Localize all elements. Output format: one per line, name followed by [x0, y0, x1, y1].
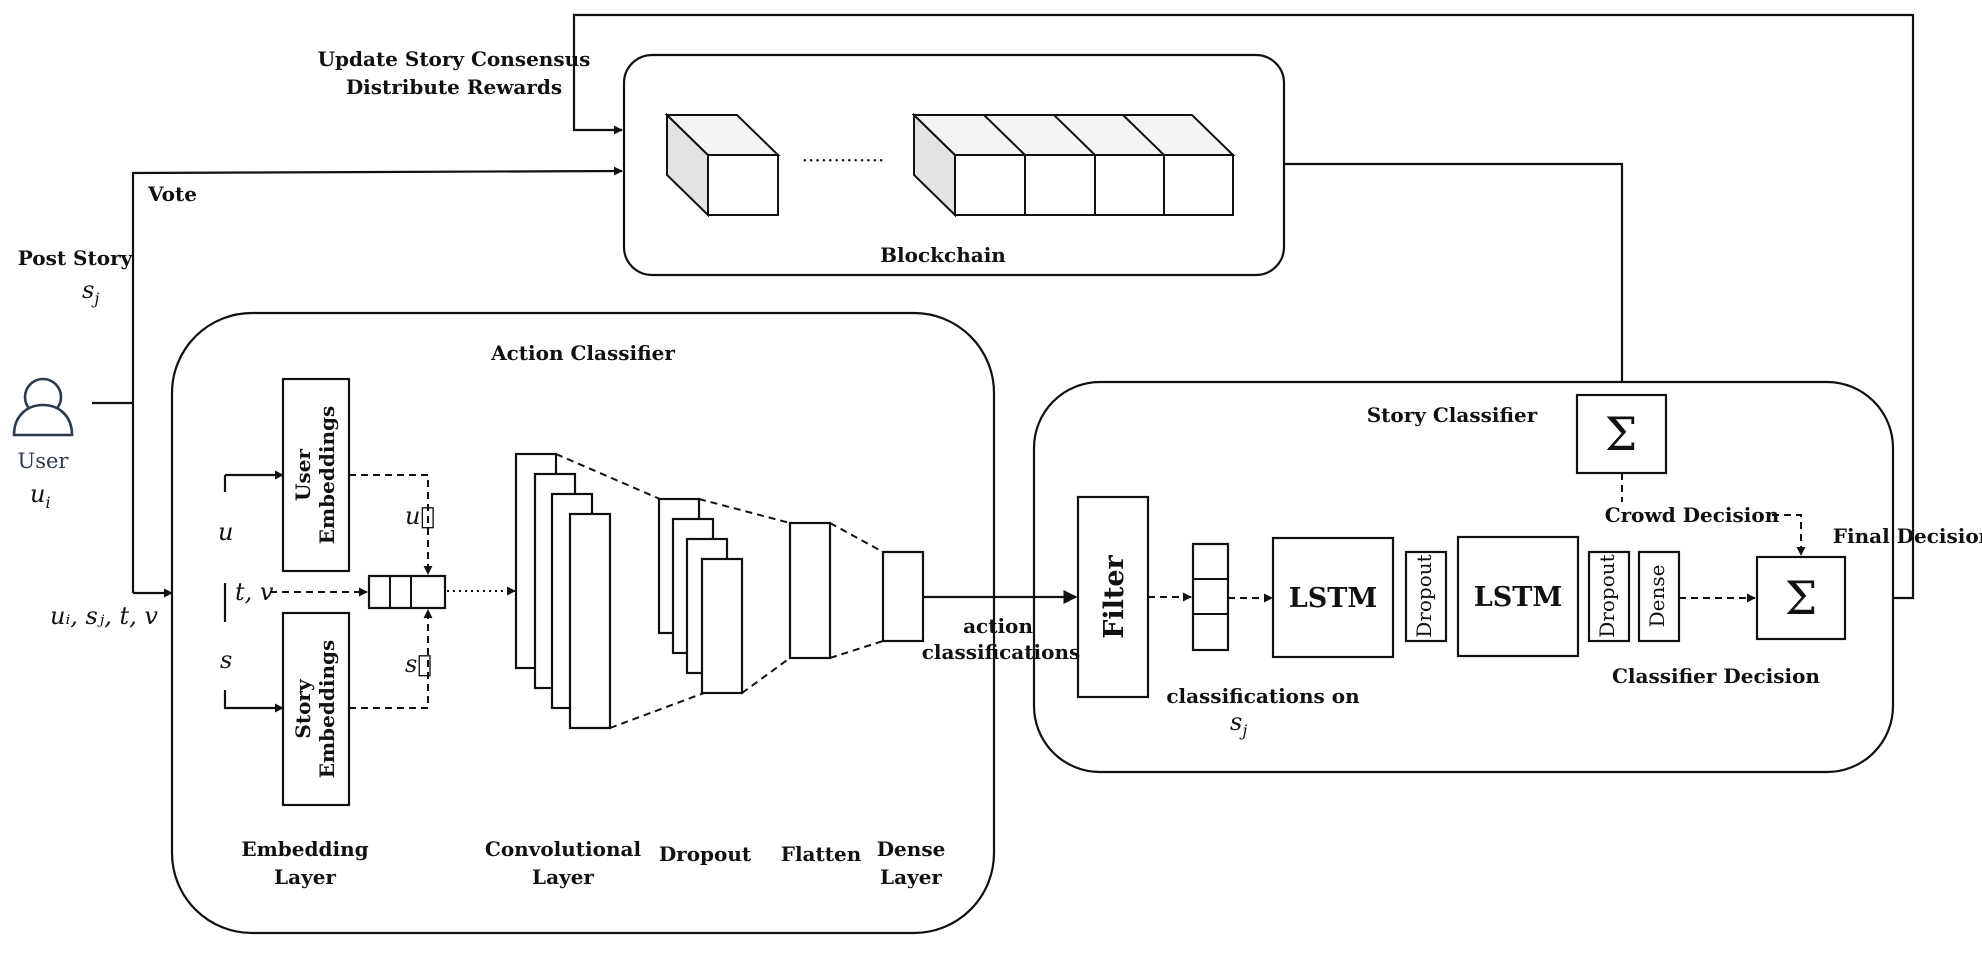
conv-layer-label-2: Layer: [532, 865, 594, 889]
blockchain-ellipsis: ·············: [802, 148, 885, 172]
classifier-decision-label: Classifier Decision: [1612, 664, 1820, 688]
block-single: [664, 112, 781, 218]
crowd-decision-label: Crowd Decision: [1605, 503, 1780, 527]
u-vec-label: u⃗: [405, 502, 435, 530]
dense-layer-label-2: Layer: [880, 865, 942, 889]
final-decision-feedback-line: [572, 13, 1915, 600]
block-chain: [911, 112, 1236, 218]
s-vec-label: s⃗: [405, 650, 432, 678]
vote-line: [131, 166, 623, 593]
crowd-decision-arrow: [1621, 473, 1806, 556]
dense-label: Dense: [1645, 565, 1669, 628]
dropout-2-label: Dropout: [1595, 554, 1619, 637]
conv-layer-stack: [514, 452, 612, 730]
lstm-2-label: LSTM: [1474, 582, 1562, 613]
s-branch-arrow: [223, 690, 284, 713]
feedback-label-line2: Distribute Rewards: [346, 75, 562, 99]
dropout-layer-stack: [657, 497, 744, 695]
final-decision-label: Final Decision: [1833, 524, 1982, 548]
story-embeddings-label-1: Story: [291, 678, 315, 739]
final-sum-symbol: Σ: [1785, 571, 1818, 625]
action-classifier-title: Action Classifier: [490, 341, 675, 365]
flatten-layer-label: Flatten: [781, 842, 862, 866]
filter-box: [1076, 495, 1150, 699]
vote-label: Vote: [147, 182, 197, 206]
story-embeddings-label-2: Embeddings: [315, 640, 339, 778]
dense-box: [1637, 550, 1681, 643]
crowd-decision-label-bg: [1617, 502, 1767, 528]
lstm-1-box: [1271, 536, 1395, 659]
feedback-label-line1: Update Story Consensus: [318, 47, 591, 71]
user-label: User: [18, 449, 70, 473]
crowd-sum-box: [1575, 393, 1668, 475]
concat-vector: [367, 574, 447, 610]
final-sum-box: [1755, 555, 1847, 641]
action-classifier-panel: Action Classifier u s User Embeddings St…: [170, 311, 996, 935]
dropout-1-label: Dropout: [1412, 554, 1436, 637]
flatten-layer: [788, 521, 832, 660]
u-var: u: [218, 518, 233, 546]
embedding-layer-label-1: Embedding: [241, 837, 368, 861]
action-classifications-label-2: classifications: [922, 640, 1081, 664]
crowd-sum-symbol: Σ: [1605, 407, 1638, 461]
user-var: ui: [30, 480, 51, 512]
tv-label: t, v: [235, 578, 274, 606]
filter-label: Filter: [1099, 554, 1130, 638]
blockchain-label: Blockchain: [880, 243, 1006, 267]
input-tuple-label: uᵢ, sⱼ, t, v: [50, 602, 158, 630]
conv-layer-label-1: Convolutional: [485, 837, 642, 861]
story-classifier-panel: Story Classifier Filter classifications …: [1032, 380, 1895, 774]
dense-layer-label-1: Dense: [877, 837, 946, 861]
classifications-var: sj: [1230, 708, 1247, 740]
classifications-vector: [1191, 542, 1230, 652]
u-vec-arrow: [349, 474, 433, 575]
action-classifications-label-1: action: [963, 614, 1033, 638]
blockchain-to-crowd-sum-line: [1284, 162, 1627, 395]
s-vec-arrow: [349, 609, 433, 709]
story-classifier-title: Story Classifier: [1367, 403, 1538, 427]
post-story-label: Post Story: [18, 246, 134, 270]
dense-layer: [881, 550, 925, 643]
lstm-1-label: LSTM: [1289, 583, 1377, 614]
blockchain-panel: ············· Blockchain: [622, 53, 1286, 277]
s-var: s: [220, 646, 232, 674]
embedding-layer-label-2: Layer: [274, 865, 336, 889]
user-embeddings-label-2: Embeddings: [315, 406, 339, 544]
classifications-on-label: classifications on: [1166, 684, 1360, 708]
lstm-2-box: [1456, 535, 1580, 658]
dropout-layer-label: Dropout: [659, 842, 752, 866]
user-embeddings-label-1: User: [291, 449, 315, 501]
dropout-2-box: [1587, 550, 1631, 643]
dropout-1-box: [1404, 550, 1448, 643]
post-story-var: sj: [82, 276, 99, 308]
user-icon: [12, 377, 74, 437]
